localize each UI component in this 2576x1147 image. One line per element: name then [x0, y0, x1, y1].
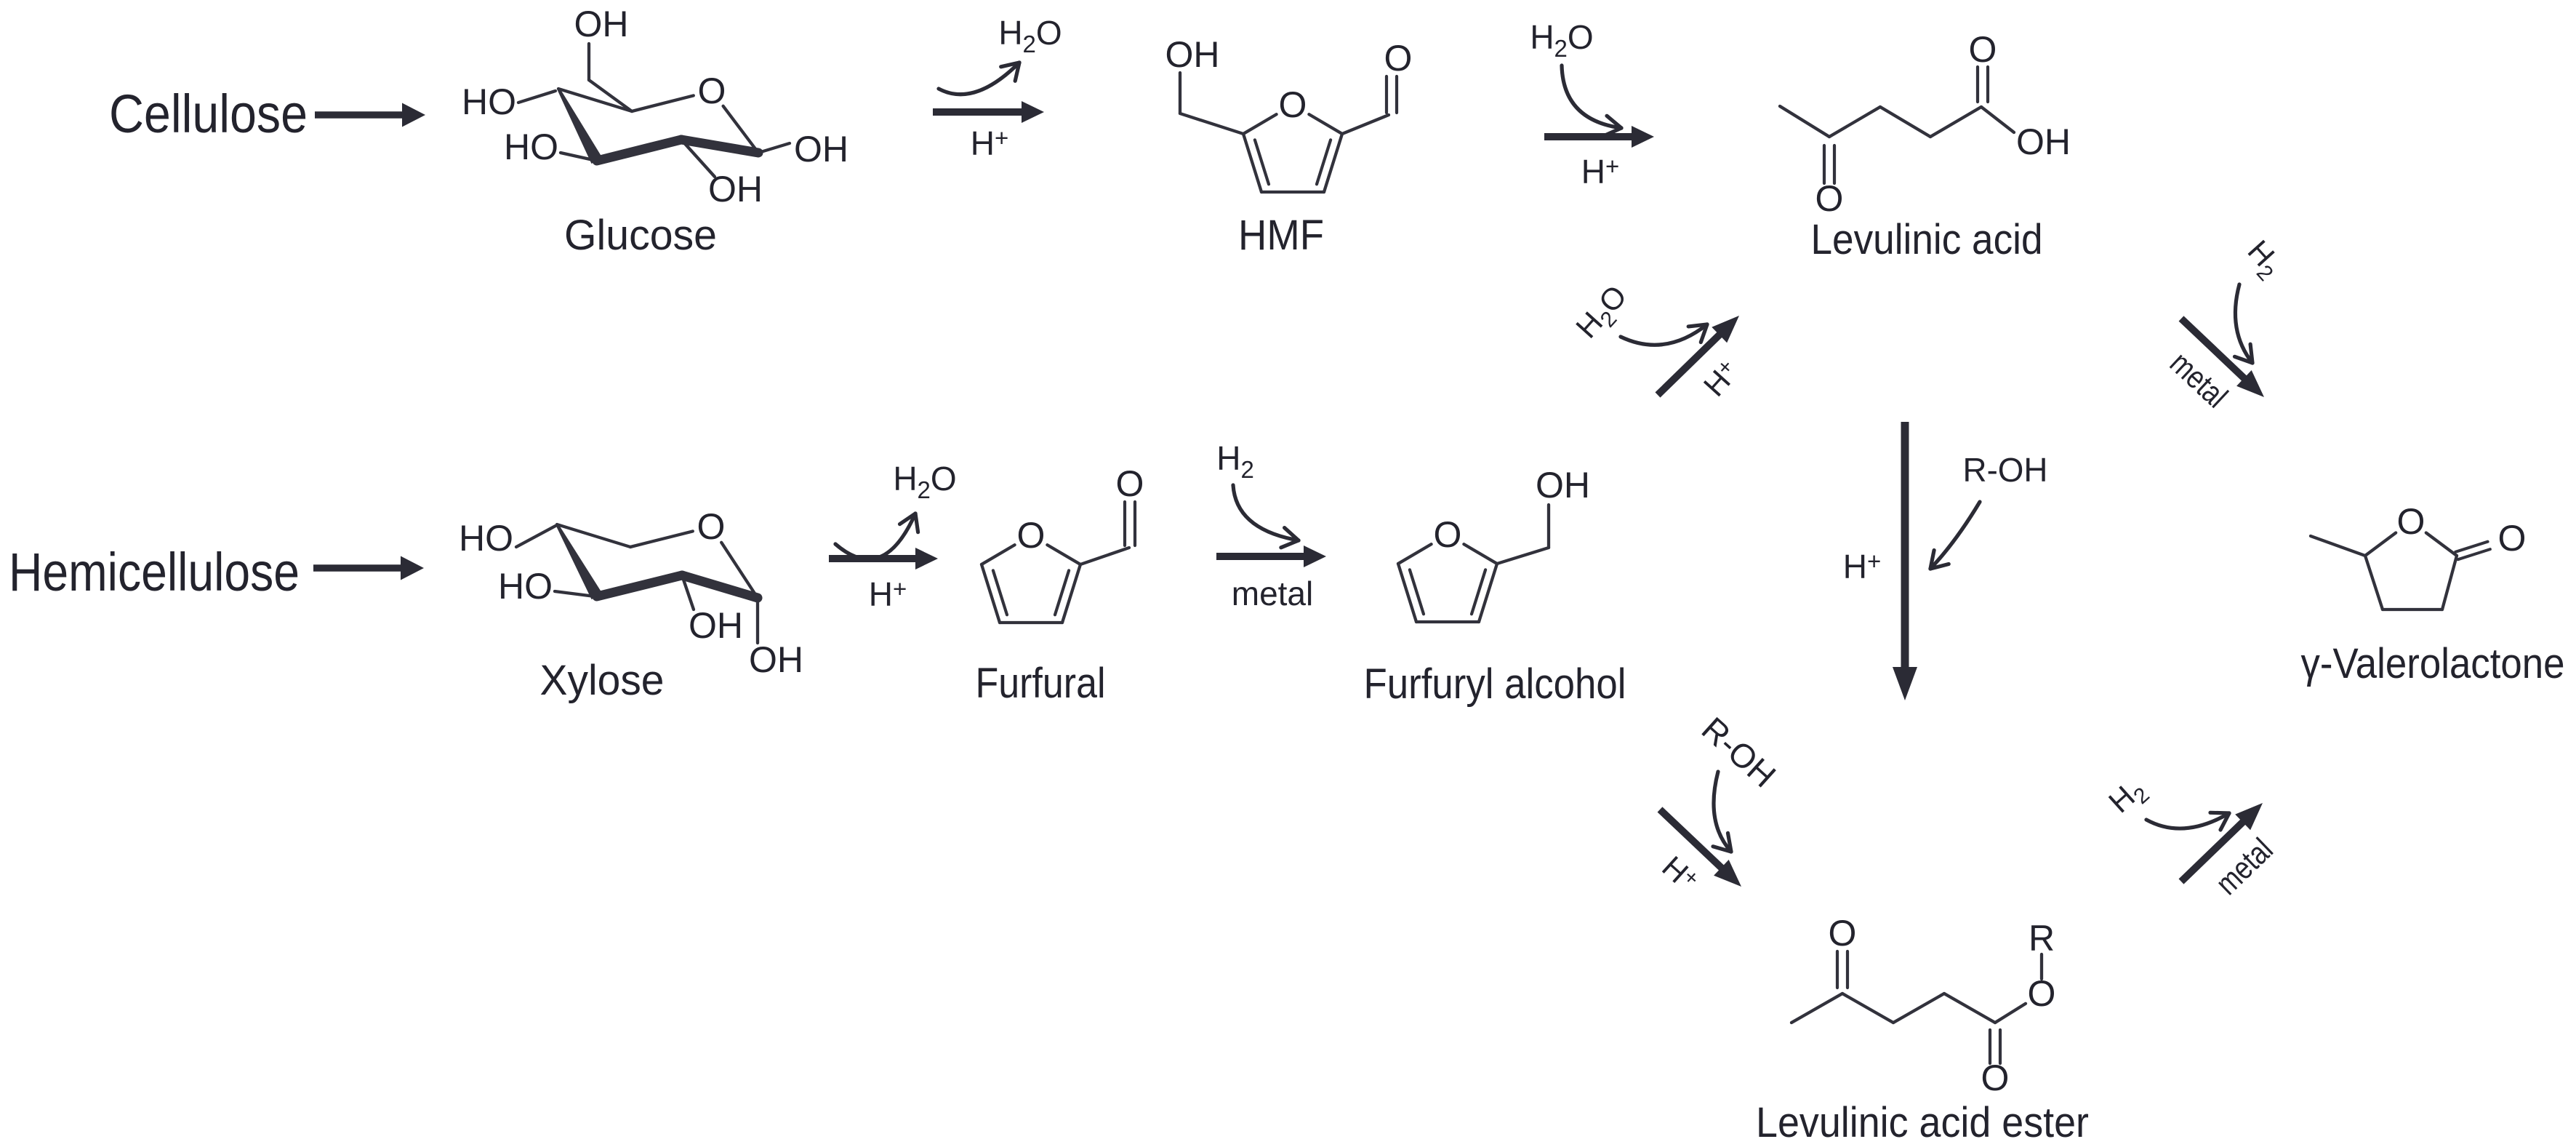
svg-text:HO: HO — [504, 127, 558, 167]
svg-text:O: O — [1279, 84, 1307, 125]
svg-text:O: O — [1969, 29, 1997, 70]
svg-text:H2O: H2O — [998, 14, 1062, 57]
svg-text:Furfural: Furfural — [976, 660, 1106, 707]
svg-text:O: O — [1815, 178, 1844, 219]
svg-text:R-OH: R-OH — [1963, 451, 2048, 489]
svg-text:R: R — [2029, 918, 2055, 959]
svg-text:O: O — [2498, 518, 2527, 559]
svg-text:OH: OH — [749, 639, 803, 680]
svg-text:OH: OH — [1165, 34, 1220, 75]
svg-text:HMF: HMF — [1238, 212, 1324, 259]
svg-text:O: O — [698, 71, 726, 111]
svg-text:O: O — [2397, 501, 2425, 542]
svg-text:O: O — [697, 506, 726, 547]
svg-text:Levulinic acid: Levulinic acid — [1811, 216, 2043, 263]
svg-text:O: O — [1829, 913, 1857, 954]
svg-text:Glucose: Glucose — [564, 212, 717, 259]
svg-text:OH: OH — [708, 169, 763, 209]
svg-text:O: O — [1434, 514, 1462, 555]
svg-text:Furfuryl alcohol: Furfuryl alcohol — [1364, 660, 1626, 708]
svg-text:γ-Valerolactone: γ-Valerolactone — [2301, 640, 2565, 687]
svg-text:O: O — [1384, 38, 1413, 79]
svg-text:O: O — [1981, 1058, 2010, 1098]
svg-text:OH: OH — [689, 605, 743, 646]
svg-text:OH: OH — [794, 129, 848, 169]
svg-text:OH: OH — [1536, 465, 1590, 505]
svg-text:HO: HO — [498, 566, 553, 607]
svg-text:HO: HO — [459, 518, 513, 559]
svg-text:Hemicellulose: Hemicellulose — [9, 542, 300, 602]
svg-text:Levulinic acid ester: Levulinic acid ester — [1756, 1099, 2089, 1146]
svg-text:OH: OH — [2016, 121, 2071, 162]
svg-text:Xylose: Xylose — [540, 657, 665, 704]
svg-text:O: O — [1017, 515, 1046, 556]
svg-text:OH: OH — [574, 4, 629, 44]
svg-text:HO: HO — [462, 81, 516, 122]
svg-text:metal: metal — [1232, 575, 1313, 612]
svg-text:O: O — [1116, 463, 1144, 504]
svg-text:Cellulose: Cellulose — [109, 84, 308, 144]
